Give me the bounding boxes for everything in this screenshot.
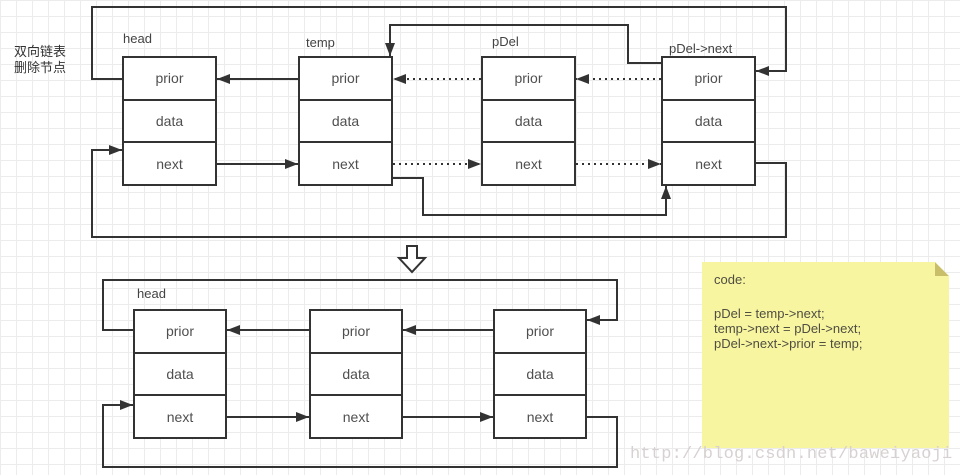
field-data: data (495, 351, 585, 395)
field-next: next (135, 394, 225, 437)
down-block-arrow-icon (396, 245, 428, 274)
field-data: data (483, 98, 574, 142)
diagram-title-line1: 双向链表 (14, 44, 67, 59)
label-node-head-bottom: head (137, 286, 166, 301)
node-head-bottom: prior data next (133, 309, 227, 439)
field-data: data (124, 98, 215, 142)
field-data: data (135, 351, 225, 395)
node-bottom-2: prior data next (309, 309, 403, 439)
field-prior: prior (525, 323, 554, 340)
node-head-top: prior data next (122, 56, 217, 186)
field-prior: prior (331, 70, 360, 87)
field-data: data (663, 98, 754, 142)
node-pdelnext: prior data next (661, 56, 756, 186)
note-title: code: (714, 272, 746, 287)
field-data: data (300, 98, 391, 142)
label-node-head-top: head (123, 31, 152, 46)
node-temp: prior data next (298, 56, 393, 186)
field-next: next (663, 141, 754, 184)
code-line-2: temp->next = pDel->next; (714, 321, 862, 336)
field-data: data (311, 351, 401, 395)
node-pdel: prior data next (481, 56, 576, 186)
code-line-3: pDel->next->prior = temp; (714, 336, 863, 351)
node-bottom-3: prior data next (493, 309, 587, 439)
label-node-pdel: pDel (492, 34, 519, 49)
diagram-title: 双向链表 删除节点 (14, 44, 66, 76)
field-prior: prior (155, 70, 184, 87)
diagram-title-line2: 删除节点 (14, 60, 67, 75)
field-next: next (483, 141, 574, 184)
field-prior: prior (694, 70, 723, 87)
code-line-1: pDel = temp->next; (714, 306, 825, 321)
field-next: next (124, 141, 215, 184)
field-next: next (311, 394, 401, 437)
field-prior: prior (514, 70, 543, 87)
field-next: next (300, 141, 391, 184)
field-next: next (495, 394, 585, 437)
label-node-temp: temp (306, 35, 335, 50)
watermark: http://blog.csdn.net/baweiyaoji (630, 445, 953, 464)
field-prior: prior (341, 323, 370, 340)
label-node-pdelnext: pDel->next (669, 41, 733, 56)
note-fold-corner (935, 262, 949, 276)
field-prior: prior (165, 323, 194, 340)
sticky-note: code: pDel = temp->next; temp->next = pD… (702, 262, 949, 448)
